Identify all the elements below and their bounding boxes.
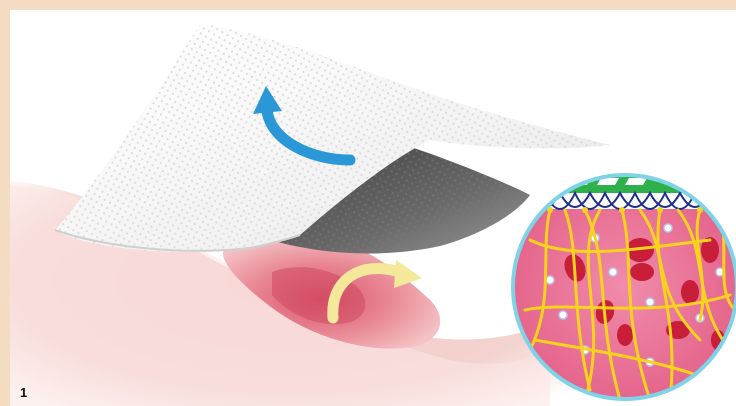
dressing-diagram (10, 10, 736, 406)
figure-number: 1 (20, 385, 27, 400)
figure-frame: 1 (10, 10, 736, 406)
